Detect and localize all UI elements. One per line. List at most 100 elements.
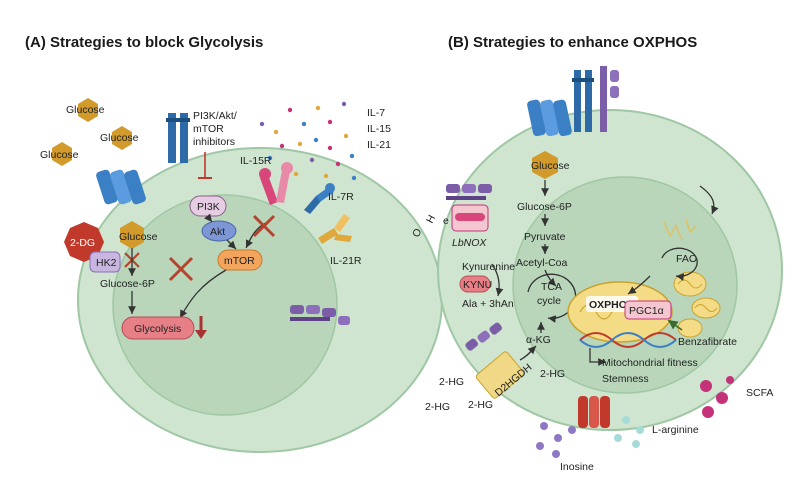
inhibitors-line-1: PI3K/Akt/ — [193, 110, 237, 122]
inhibitors-line-2: mTOR — [193, 123, 224, 135]
red-transporter-icon — [578, 396, 610, 428]
glucose-inside-label: Glucose — [119, 231, 158, 243]
2dg-label: 2-DG — [70, 237, 95, 249]
2hg-outside-1: 2-HG — [439, 376, 464, 388]
kynurenine-label: Kynurenine — [462, 261, 515, 273]
pi3k-node: PI3K — [189, 195, 227, 217]
akg-label: α-KG — [526, 334, 551, 346]
receptor-tyrosine-kinase-icon — [166, 113, 190, 163]
il7r-label: IL-7R — [328, 191, 354, 203]
pgc1a-label: PGC1α — [629, 305, 664, 317]
cytokine-il21: IL-21 — [367, 139, 391, 151]
glucose-b-label: Glucose — [531, 160, 570, 172]
arrow-dna-fitness — [589, 348, 606, 366]
glucose6p-b-label: Glucose-6P — [517, 201, 572, 213]
red-x-icon — [168, 256, 194, 282]
kynu-label: KYNU — [463, 279, 492, 291]
purple-receptor-icon — [290, 305, 350, 325]
glucose6p-label: Glucose-6P — [100, 278, 155, 290]
oxphos-label: OXPHOS — [589, 299, 634, 311]
pgc1a-node: PGC1α — [624, 300, 672, 320]
ala3han-label: Ala + 3hAn — [462, 298, 514, 310]
fao-label: FAO — [676, 253, 697, 265]
glucose-hexagon-icon — [78, 98, 98, 122]
kynu-node: KYNU — [459, 275, 492, 293]
l-arginine-label: L-arginine — [652, 424, 699, 436]
mtor-label: mTOR — [224, 255, 255, 267]
arrow-benzafibrate-pgc1a — [667, 319, 683, 331]
scfa-label: SCFA — [746, 387, 773, 399]
arrow-acetylcoa-tca — [544, 269, 557, 287]
down-arrow-icon — [195, 316, 207, 339]
purple-receptor-icon — [446, 184, 492, 200]
glucose-outside-2: Glucose — [100, 126, 139, 150]
glycolysis-node: Glycolysis — [121, 316, 195, 340]
arrow-fao-oxphos — [627, 275, 651, 295]
purple-receptor-icon — [600, 66, 619, 132]
panel-a-title: (A) Strategies to block Glycolysis — [25, 34, 263, 51]
cytokine-il15: IL-15 — [367, 123, 391, 135]
glucose-label: Glucose — [40, 149, 79, 161]
glucose-transporter-icon — [527, 99, 572, 137]
glucose-b: Glucose — [531, 151, 570, 179]
electron-label: e — [443, 215, 449, 227]
arrow-akt-mtor — [226, 239, 237, 250]
lbnox-label: LbNOX — [452, 237, 487, 249]
fatty-acid-icon — [663, 219, 697, 241]
panel-b-title: (B) Strategies to enhance OXPHOS — [448, 34, 697, 51]
small-mitochondrion-icon — [691, 297, 721, 319]
arrow-d2hgdh-akg — [519, 345, 537, 361]
tca-label-1: TCA — [541, 281, 562, 293]
2hg-inside: 2-HG — [540, 368, 565, 380]
pi3k-label: PI3K — [197, 201, 220, 213]
glucose-hexagon-icon — [112, 126, 132, 150]
receptor-tyrosine-kinase-icon — [572, 70, 594, 132]
il15r-label: IL-15R — [240, 155, 272, 167]
glucose-hexagon-icon — [532, 151, 558, 179]
glucose-outside-3: Glucose — [40, 142, 79, 166]
dna-helix-icon — [579, 332, 677, 348]
glucose-inside: Glucose — [119, 221, 158, 249]
acetylcoa-label: Acetyl-Coa — [516, 257, 568, 269]
lbnox-node: LbNOX — [451, 204, 489, 249]
arrow-kynurenine-ala — [491, 263, 504, 297]
glucose-hexagon-icon — [120, 221, 144, 249]
mito-fitness-label: Mitochondrial fitness — [602, 357, 698, 369]
cell-a-nucleus — [112, 194, 338, 416]
arrow-mtor-glycolysis — [179, 269, 227, 319]
pyruvate-label: Pyruvate — [524, 231, 566, 243]
il15r-receptor-icon — [259, 162, 293, 205]
scfa-dots — [700, 376, 734, 418]
benzafibrate-label: Benzafibrate — [678, 336, 737, 348]
glucose-label: Glucose — [66, 104, 105, 116]
mtor-node: mTOR — [217, 249, 263, 271]
arrow-fatty-acid — [699, 185, 719, 215]
arrow-pi3k-akt — [204, 213, 213, 223]
inhibitors-line-3: inhibitors — [193, 136, 235, 148]
stemness-label: Stemness — [602, 373, 649, 385]
il7r-receptor-icon — [304, 183, 335, 214]
2hg-outside-3: 2-HG — [468, 399, 493, 411]
l-arginine-dots — [614, 416, 644, 448]
inosine-dots — [536, 422, 576, 458]
akt-node: Akt — [201, 220, 237, 242]
purple-receptor-icon — [465, 322, 502, 351]
glucose-transporter-icon — [96, 169, 146, 205]
glucose-outside-1: Glucose — [66, 98, 105, 122]
small-mitochondrion-icon — [677, 318, 703, 338]
glucose-hexagon-icon — [52, 142, 72, 166]
glucose-label: Glucose — [100, 132, 139, 144]
cytokine-dots — [259, 101, 357, 181]
hk2-label: HK2 — [96, 257, 117, 269]
tca-cycle: TCA cycle — [527, 273, 577, 323]
2hg-outside-2: 2-HG — [425, 401, 450, 413]
fao-cycle-arrow — [661, 247, 698, 281]
il21r-receptor-icon — [318, 214, 352, 244]
hk2-node: HK2 — [89, 251, 121, 273]
tca-label-2: cycle — [537, 295, 561, 307]
h2o2-label: H — [424, 213, 438, 225]
il21r-label: IL-21R — [330, 255, 362, 267]
inosine-label: Inosine — [560, 461, 594, 473]
